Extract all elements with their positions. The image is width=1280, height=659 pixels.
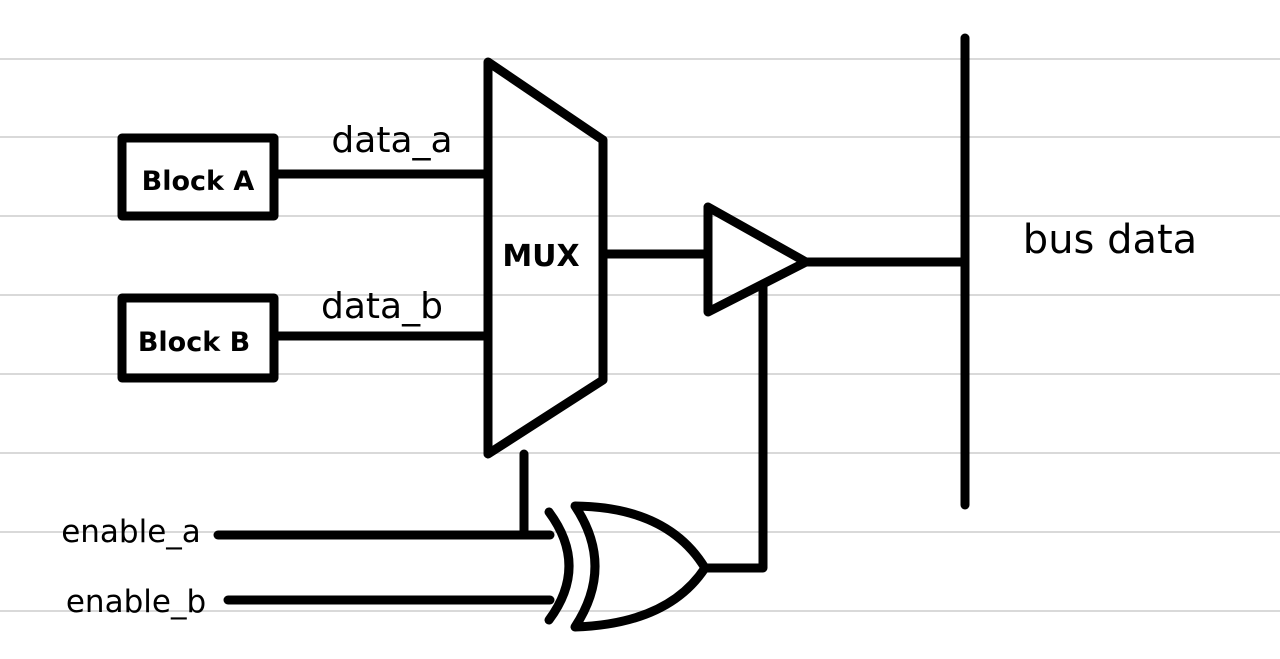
enable-a-label: enable_a: [61, 514, 201, 550]
mux-shape: [483, 57, 608, 459]
xor-gate-input-arc: [544, 507, 574, 625]
mux-label: MUX: [502, 239, 579, 274]
xor-gate: [544, 501, 710, 632]
block-a-label: Block A: [142, 166, 255, 197]
bus-label: bus data: [1023, 217, 1197, 263]
data-a-label: data_a: [331, 120, 452, 161]
block-b-label: Block B: [138, 327, 250, 358]
buffer-enable-wire: [700, 279, 768, 573]
tristate-buffer-shape: [703, 202, 811, 317]
enable-b-label: enable_b: [66, 584, 206, 620]
data-b-label: data_b: [321, 286, 443, 327]
xor-gate-body: [570, 501, 710, 632]
